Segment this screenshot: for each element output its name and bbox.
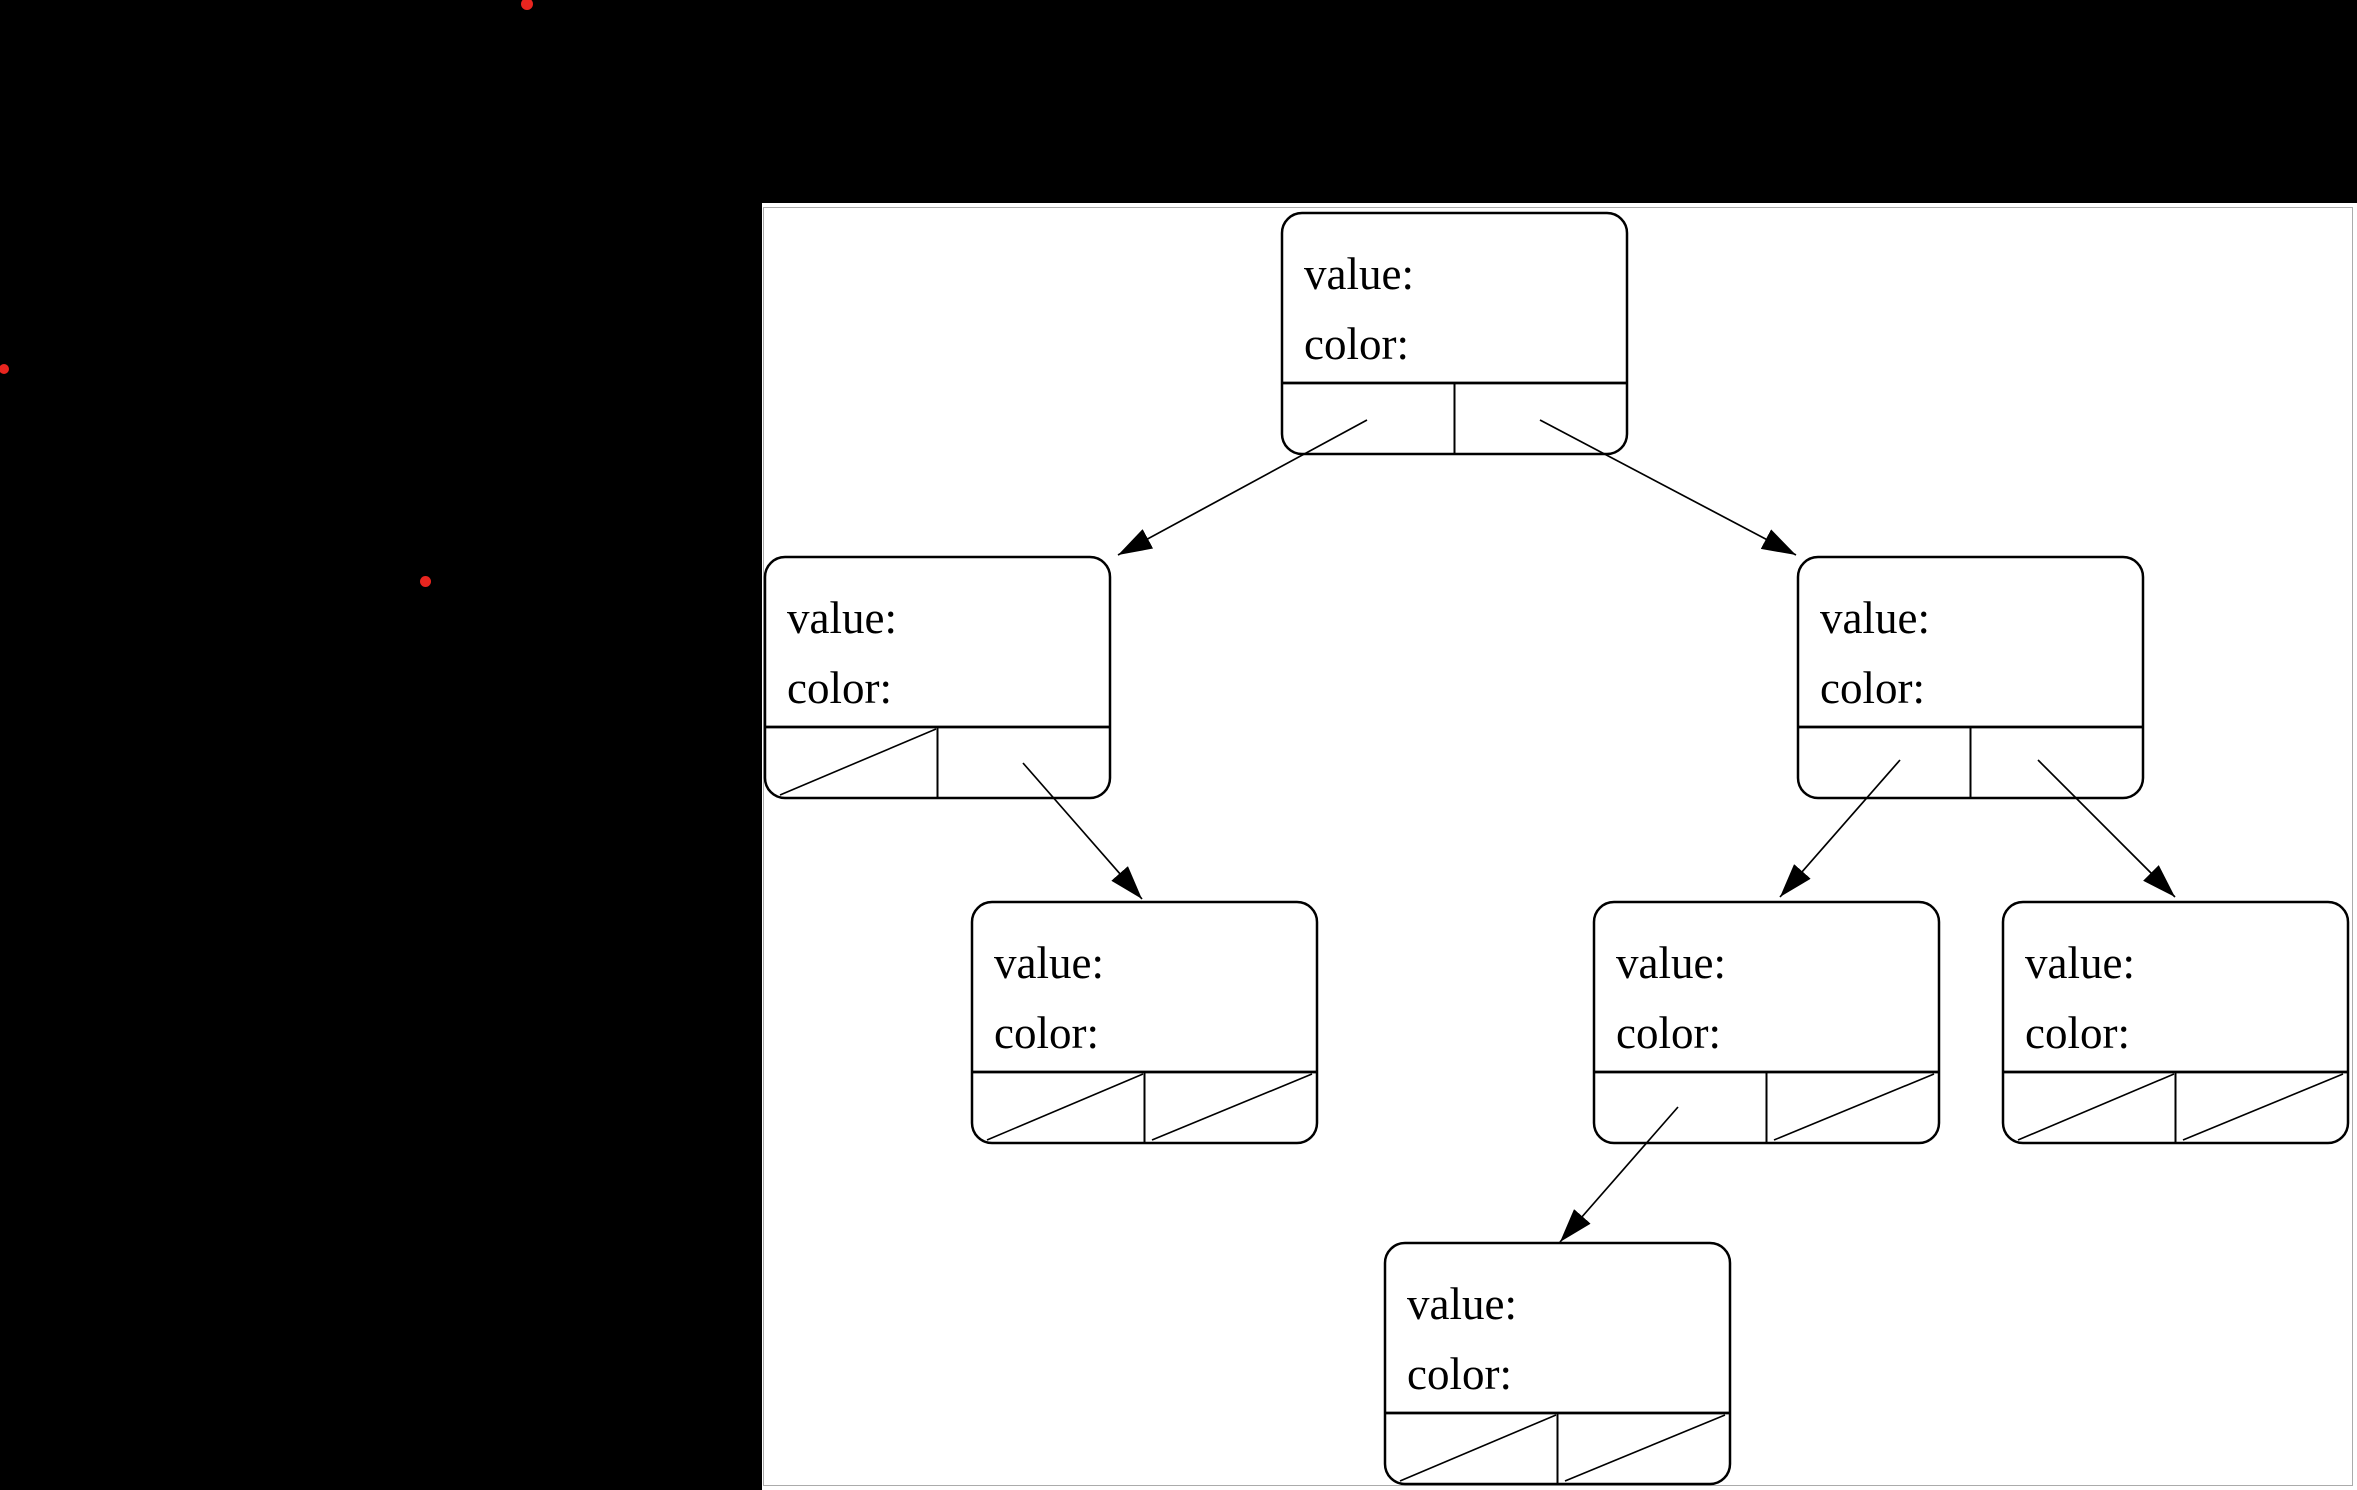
red-dot-1: [521, 0, 533, 10]
node-box: [763, 555, 1112, 800]
arrow-R-to-RL: [1779, 759, 1901, 898]
tree-node-RR: value: color:: [2001, 900, 2350, 1145]
color-label: color:: [1616, 1008, 1721, 1058]
value-label: value:: [787, 593, 897, 643]
node-box: [1592, 900, 1941, 1145]
color-label: color:: [2025, 1008, 2130, 1058]
value-label: value:: [1820, 593, 1930, 643]
color-label: color:: [1304, 319, 1409, 369]
tree-node-L: value: color:: [763, 555, 1112, 800]
node-box: [970, 900, 1319, 1145]
node-box: [2001, 900, 2350, 1145]
null-pointer-line-left: [2017, 1073, 2175, 1141]
red-dot-3: [420, 576, 431, 587]
value-label: value:: [1304, 249, 1414, 299]
value-label: value:: [1616, 938, 1726, 988]
null-pointer-line-right: [1773, 1073, 1935, 1141]
value-label: value:: [1407, 1279, 1517, 1329]
node-box: [1796, 555, 2145, 800]
arrow-RL-to-RLL: [1559, 1106, 1679, 1243]
arrow-R-to-RR: [2037, 759, 2176, 898]
tree-diagram: value: color: value: color: value: color…: [763, 211, 2350, 1486]
value-label: value:: [2025, 938, 2135, 988]
tree-node-LR: value: color:: [970, 900, 1319, 1145]
arrow-root-to-R: [1539, 419, 1797, 556]
tree-node-RL: value: color:: [1592, 900, 1941, 1145]
null-pointer-line-left: [986, 1073, 1144, 1141]
null-pointer-line-right: [1564, 1414, 1726, 1482]
red-dot-2: [0, 364, 9, 374]
null-pointer-line-right: [2182, 1073, 2344, 1141]
document-page: value: color: value: color: value: color…: [762, 203, 2357, 1490]
color-label: color:: [994, 1008, 1099, 1058]
tree-node-R: value: color:: [1796, 555, 2145, 800]
arrow-L-to-LR: [1022, 762, 1143, 900]
tree-node-RLL: value: color:: [1383, 1241, 1732, 1486]
arrow-root-to-L: [1117, 419, 1368, 556]
color-label: color:: [787, 663, 892, 713]
node-box: [1280, 211, 1629, 456]
value-label: value:: [994, 938, 1104, 988]
color-label: color:: [1820, 663, 1925, 713]
null-pointer-line-right: [1151, 1073, 1313, 1141]
color-label: color:: [1407, 1349, 1512, 1399]
node-box: [1383, 1241, 1732, 1486]
null-pointer-line-left: [1399, 1414, 1557, 1482]
tree-node-root: value: color:: [1280, 211, 1629, 456]
null-pointer-line-left: [779, 728, 937, 796]
